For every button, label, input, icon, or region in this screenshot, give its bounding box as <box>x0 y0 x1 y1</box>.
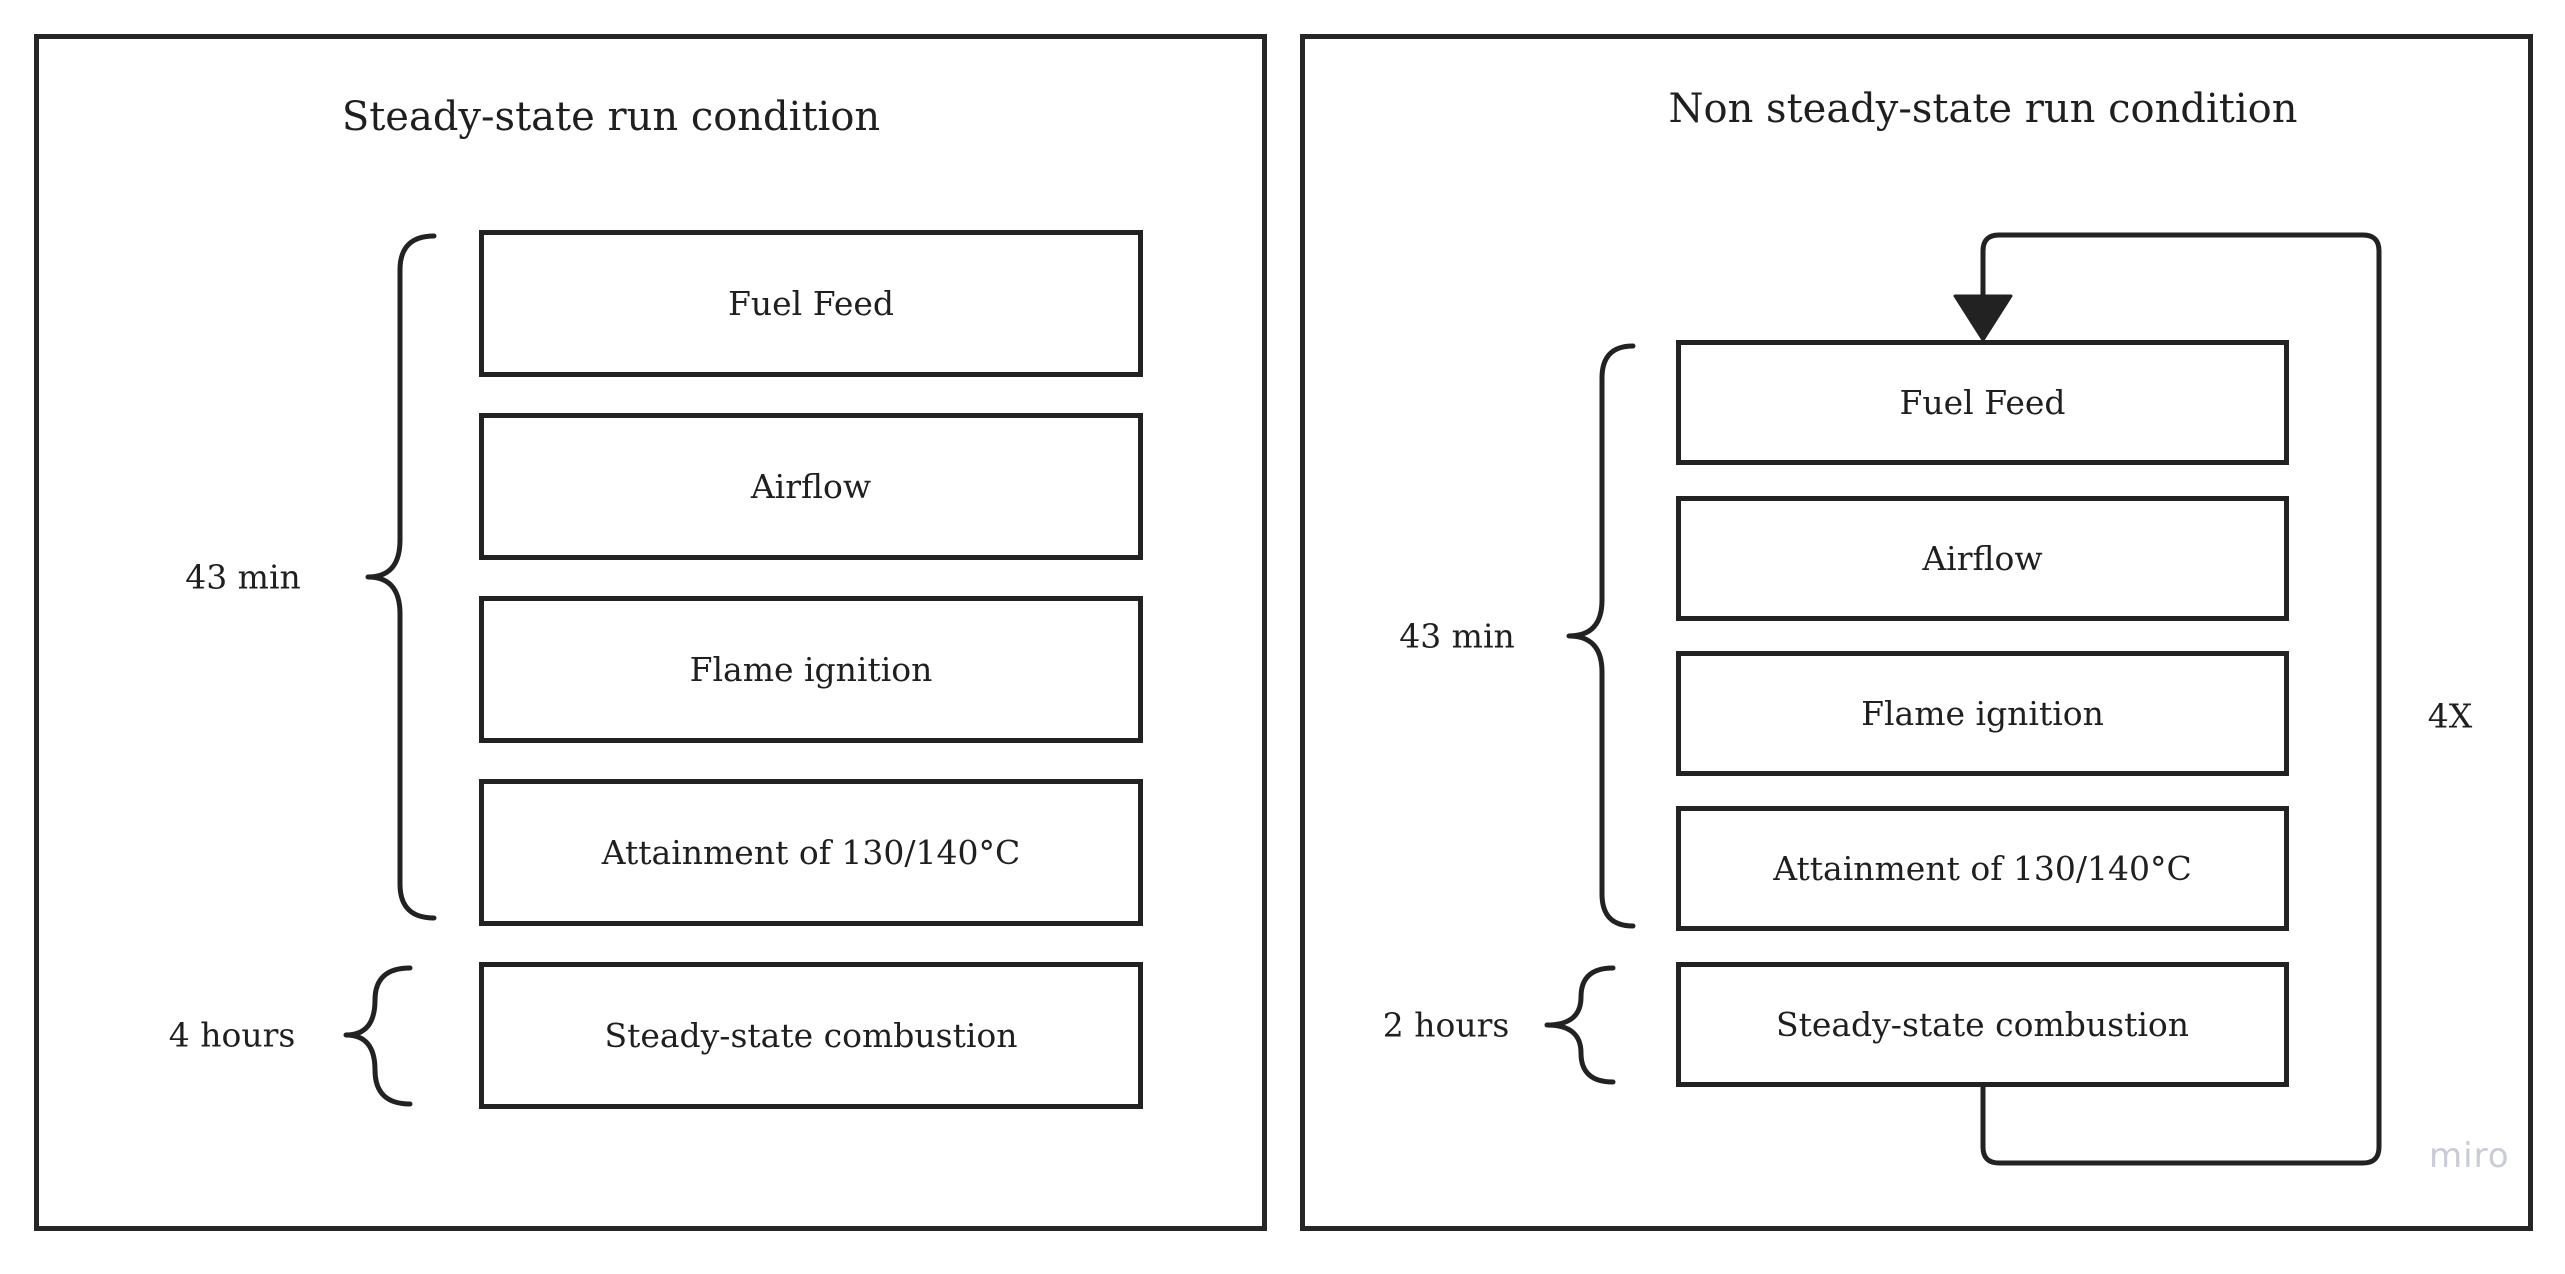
repeat-loop-arrowhead <box>1953 294 2013 342</box>
repeat-count-label: 4X <box>2427 696 2473 736</box>
miro-watermark: miro <box>2429 1136 2510 1176</box>
repeat-loop-line <box>1980 232 2382 1166</box>
right-step-attainment-temp: Attainment of 130/140°C <box>1676 806 2289 931</box>
left-step-steady-combustion: Steady-state combustion <box>479 962 1143 1109</box>
left-step-airflow: Airflow <box>479 413 1143 560</box>
right-combustion-duration: 2 hours <box>1382 1005 1510 1045</box>
left-step-fuel-feed: Fuel Feed <box>479 230 1143 377</box>
left-step-flame-ignition: Flame ignition <box>479 596 1143 743</box>
right-step-fuel-feed: Fuel Feed <box>1676 340 2289 465</box>
right-step-airflow: Airflow <box>1676 496 2289 621</box>
right-startup-brace <box>1566 343 1636 929</box>
steady-state-title: Steady-state run condition <box>341 94 881 140</box>
left-startup-brace <box>365 233 437 921</box>
left-step-attainment-temp: Attainment of 130/140°C <box>479 779 1143 926</box>
right-step-steady-combustion: Steady-state combustion <box>1676 962 2289 1087</box>
left-startup-duration: 43 min <box>185 557 301 597</box>
right-combustion-brace <box>1544 965 1616 1085</box>
right-step-flame-ignition: Flame ignition <box>1676 651 2289 776</box>
left-combustion-duration: 4 hours <box>168 1015 296 1055</box>
non-steady-state-title: Non steady-state run condition <box>1668 86 2298 132</box>
right-startup-duration: 43 min <box>1399 616 1515 656</box>
left-combustion-brace <box>343 965 413 1107</box>
